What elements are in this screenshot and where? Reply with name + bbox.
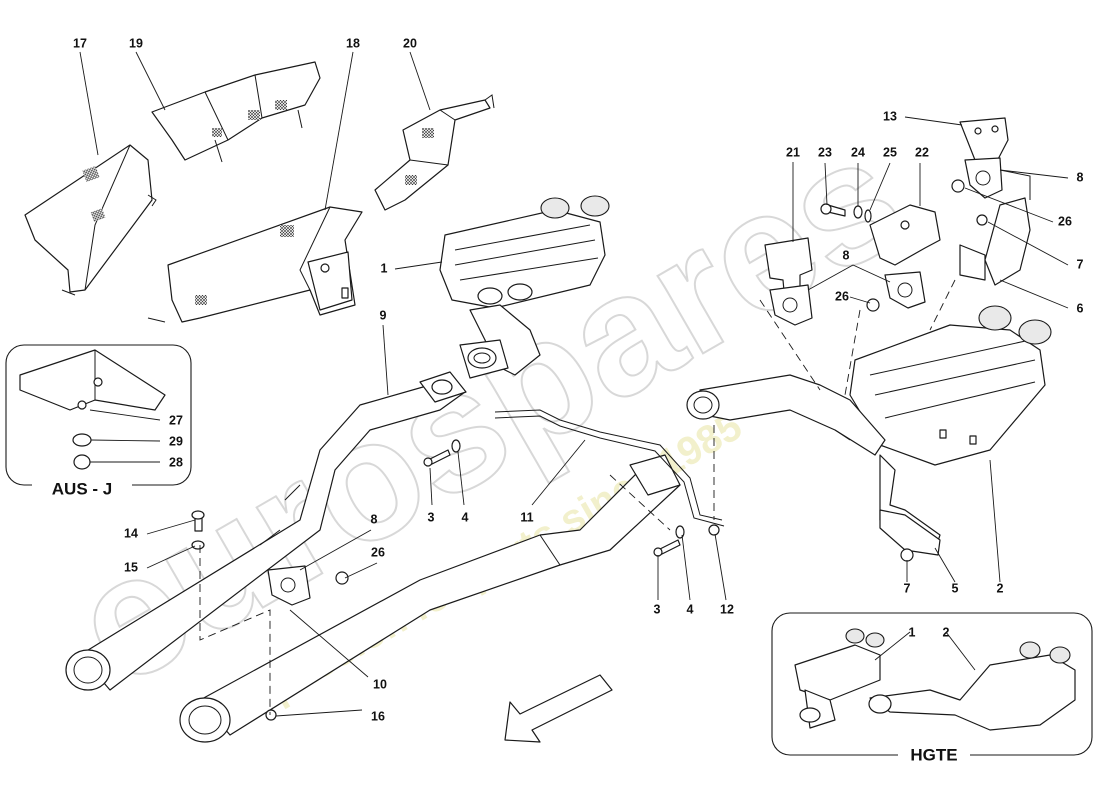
mount-8-left: [267, 565, 311, 606]
callout-2: 2: [997, 581, 1004, 595]
callout-8-top: 8: [1077, 170, 1084, 184]
alignment-lines: [199, 279, 956, 715]
inset-label-aus: AUS - J: [52, 479, 112, 498]
brace-11: [494, 409, 725, 527]
hanger-assembly: [276, 169, 1031, 596]
mount-8-mid: [769, 284, 813, 326]
callout-26-top: 26: [1058, 214, 1072, 228]
callout-2-hgte: 2: [943, 625, 950, 639]
callout-26-left: 26: [371, 545, 385, 559]
callout-23: 23: [818, 145, 832, 159]
callout-1: 1: [381, 261, 388, 275]
callout-4-lower: 4: [687, 602, 694, 616]
callout-11: 11: [520, 510, 533, 524]
muffler-1: [439, 195, 610, 379]
callout-16: 16: [371, 709, 385, 723]
callout-3-lower: 3: [654, 602, 661, 616]
leader-lines: [79, 51, 1069, 717]
heat-shield-19: [151, 61, 321, 163]
pipe-9: [65, 371, 467, 691]
callout-14: 14: [124, 526, 138, 540]
callout-1-hgte: 1: [909, 625, 916, 639]
mount-8-top: [964, 157, 1003, 199]
bracket-13: [959, 117, 1009, 166]
callout-3-upper: 3: [428, 510, 435, 524]
callout-7-lower: 7: [904, 581, 911, 595]
callout-10: 10: [373, 677, 387, 691]
callout-6: 6: [1077, 301, 1084, 315]
callout-19: 19: [129, 36, 143, 50]
mount-8-right: [884, 271, 926, 309]
inset-label-hgte: HGTE: [910, 745, 957, 764]
callout-28: 28: [169, 455, 183, 469]
callout-27: 27: [169, 413, 183, 427]
direction-arrow: [504, 674, 613, 743]
callout-26-mid: 26: [835, 289, 849, 303]
callout-25: 25: [883, 145, 897, 159]
callout-15: 15: [124, 560, 138, 574]
callout-5: 5: [952, 581, 959, 595]
callouts: 17 19 18 20 13 21 23 24 25 22 8 26 7 6 1…: [73, 36, 1083, 723]
callout-4-upper: 4: [462, 510, 469, 524]
heat-shield-18: [147, 206, 363, 323]
callout-17: 17: [73, 36, 87, 50]
callout-18: 18: [346, 36, 360, 50]
inset-hgte: HGTE: [771, 612, 1093, 764]
callout-20: 20: [403, 36, 417, 50]
muffler-2: [686, 305, 1052, 466]
callout-24: 24: [851, 145, 865, 159]
hardware: [191, 179, 988, 721]
callout-12: 12: [720, 602, 734, 616]
callout-8-left: 8: [371, 512, 378, 526]
callout-7-top: 7: [1077, 257, 1084, 271]
callout-29: 29: [169, 434, 183, 448]
callout-21: 21: [786, 145, 800, 159]
callout-13: 13: [883, 109, 897, 123]
inset-aus-j: AUS - J: [5, 344, 192, 498]
bracket-22: [869, 204, 941, 266]
callout-9: 9: [380, 308, 387, 322]
heat-shield-17: [24, 144, 157, 296]
bracket-20: [374, 94, 495, 211]
callout-8-mid: 8: [843, 248, 850, 262]
callout-22: 22: [915, 145, 929, 159]
